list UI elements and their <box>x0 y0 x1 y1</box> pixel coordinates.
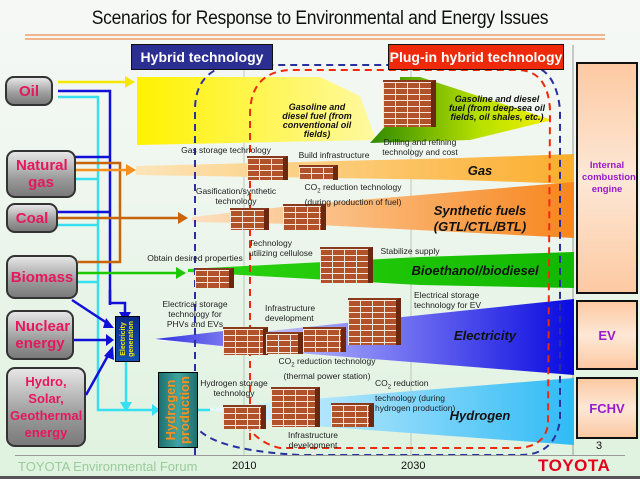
band-label-hydrogen: Hydrogen <box>449 408 511 423</box>
barrier-wall-gas-storage <box>247 156 288 180</box>
band-label-synthetic-fuels: Synthetic fuels (GTL/CTL/BTL) <box>433 203 527 234</box>
hydrogen-production-label: Hydrogen production <box>163 376 192 444</box>
barrier-wall-elec-storage-phv <box>223 327 268 355</box>
band-label-electricity: Electricity <box>453 328 517 343</box>
barrier-wall-elec-infra-1 <box>266 332 303 354</box>
vehicle-label-ice: Internal combustion engine <box>582 160 636 195</box>
vehicle-box-fchv: FCHV <box>576 377 638 439</box>
timeline-year-2010: 2010 <box>232 460 257 472</box>
electricity-generation-box: Electricity generation <box>115 316 140 362</box>
annotation-drilling: Drilling and refining technology and cos… <box>382 137 458 157</box>
annotation-h2-infrastructure: Infrastructure development <box>287 430 339 450</box>
source-oil: Oil <box>5 76 53 106</box>
title-divider-bottom <box>25 38 605 40</box>
source-flows <box>56 76 210 416</box>
page-number: 3 <box>596 440 603 452</box>
barrier-wall-elec-storage-ev <box>348 298 401 345</box>
annotation-h2-storage: Hydrogen storage technology <box>200 378 268 398</box>
source-nuclear-label: Nuclear energy <box>15 318 71 352</box>
band-hydrogen <box>210 378 574 445</box>
annotation-co2-thermal: CO2 reduction technology (thermal power … <box>278 356 376 381</box>
barrier-wall-elec-infra-2 <box>303 327 346 352</box>
source-natural-gas-label: Natural gas <box>16 157 68 191</box>
barrier-wall-bio-supply <box>320 247 373 283</box>
annotation-cellulose: Technology utilizing cellulose <box>249 238 313 258</box>
source-biomass-label: Biomass <box>10 268 74 286</box>
annotation-stabilize-supply: Stabilize supply <box>380 246 440 256</box>
bottom-border <box>0 476 640 479</box>
annotation-elec-storage-phv: Electrical storage technology for PHVs a… <box>162 299 228 329</box>
vehicle-label-ev: EV <box>598 327 616 343</box>
barrier-wall-co2-fuel <box>283 204 326 230</box>
barrier-wall-co2-h2 <box>331 403 374 427</box>
annotation-gasification: Gasification/synthetic technology <box>195 186 277 206</box>
band-label-gas: Gas <box>467 163 493 178</box>
band-label-biofuel: Bioethanol/biodiesel <box>411 263 539 278</box>
timeline-year-2030: 2030 <box>401 460 426 472</box>
vehicle-label-fchv: FCHV <box>589 400 625 416</box>
slide-title: Scenarios for Response to Environmental … <box>91 8 549 29</box>
source-natural-gas: Natural gas <box>6 150 76 198</box>
band-electricity-inlet <box>155 330 232 347</box>
annotation-gas-storage: Gas storage technology <box>181 145 271 155</box>
plugin-hybrid-technology-header: Plug-in hybrid technology <box>388 44 564 70</box>
annotation-elec-infrastructure: Infrastructure development <box>265 303 316 323</box>
annotation-co2-h2: CO2 reduction technology (during hydroge… <box>375 378 456 413</box>
band-label-deep-sea-oil: Gasoline and diesel fuel (from deep-sea … <box>448 94 546 122</box>
hybrid-scenario-boundary <box>194 64 561 456</box>
hybrid-technology-header: Hybrid technology <box>131 44 273 70</box>
annotation-co2-fuel: CO2 reduction technology (during product… <box>304 182 402 207</box>
toyota-logo: TOYOTA <box>538 456 611 475</box>
band-synthetic-fuels <box>192 182 574 238</box>
plugin-scenario-boundary <box>249 69 552 449</box>
barrier-wall-gas-infrastructure <box>299 165 338 180</box>
barrier-wall-h2-infra <box>271 387 320 427</box>
annotation-build-infrastructure: Build infrastructure <box>298 150 370 160</box>
source-biomass: Biomass <box>6 255 78 299</box>
footer-divider <box>15 455 625 456</box>
barrier-wall-bio-properties <box>195 268 234 288</box>
source-coal-label: Coal <box>15 209 49 227</box>
vehicle-box-ice: Internal combustion engine <box>576 62 638 294</box>
source-oil-label: Oil <box>18 82 39 100</box>
footer-forum-name: TOYOTA Environmental Forum <box>18 459 198 474</box>
band-label-conventional-oil: Gasoline and diesel fuel (from conventio… <box>282 102 352 139</box>
band-gas <box>136 154 574 184</box>
barrier-wall-drilling <box>383 80 436 127</box>
barrier-wall-h2-storage <box>223 405 266 429</box>
source-renewables-label: Hydro, Solar, Geothermal energy <box>10 374 83 440</box>
hydrogen-production-box: Hydrogen production <box>158 372 198 448</box>
source-renewables: Hydro, Solar, Geothermal energy <box>6 367 86 447</box>
source-coal: Coal <box>6 203 58 233</box>
annotation-obtain-properties: Obtain desired properties <box>147 253 243 263</box>
source-nuclear: Nuclear energy <box>6 310 74 360</box>
barrier-wall-gasification <box>230 208 269 230</box>
electricity-generation-label: Electricity generation <box>119 321 135 357</box>
annotation-elec-storage-ev: Electrical storage technology for EV <box>414 290 482 310</box>
band-biofuel <box>188 252 574 288</box>
title-divider-top <box>25 34 605 36</box>
vehicle-box-ev: EV <box>576 300 638 370</box>
